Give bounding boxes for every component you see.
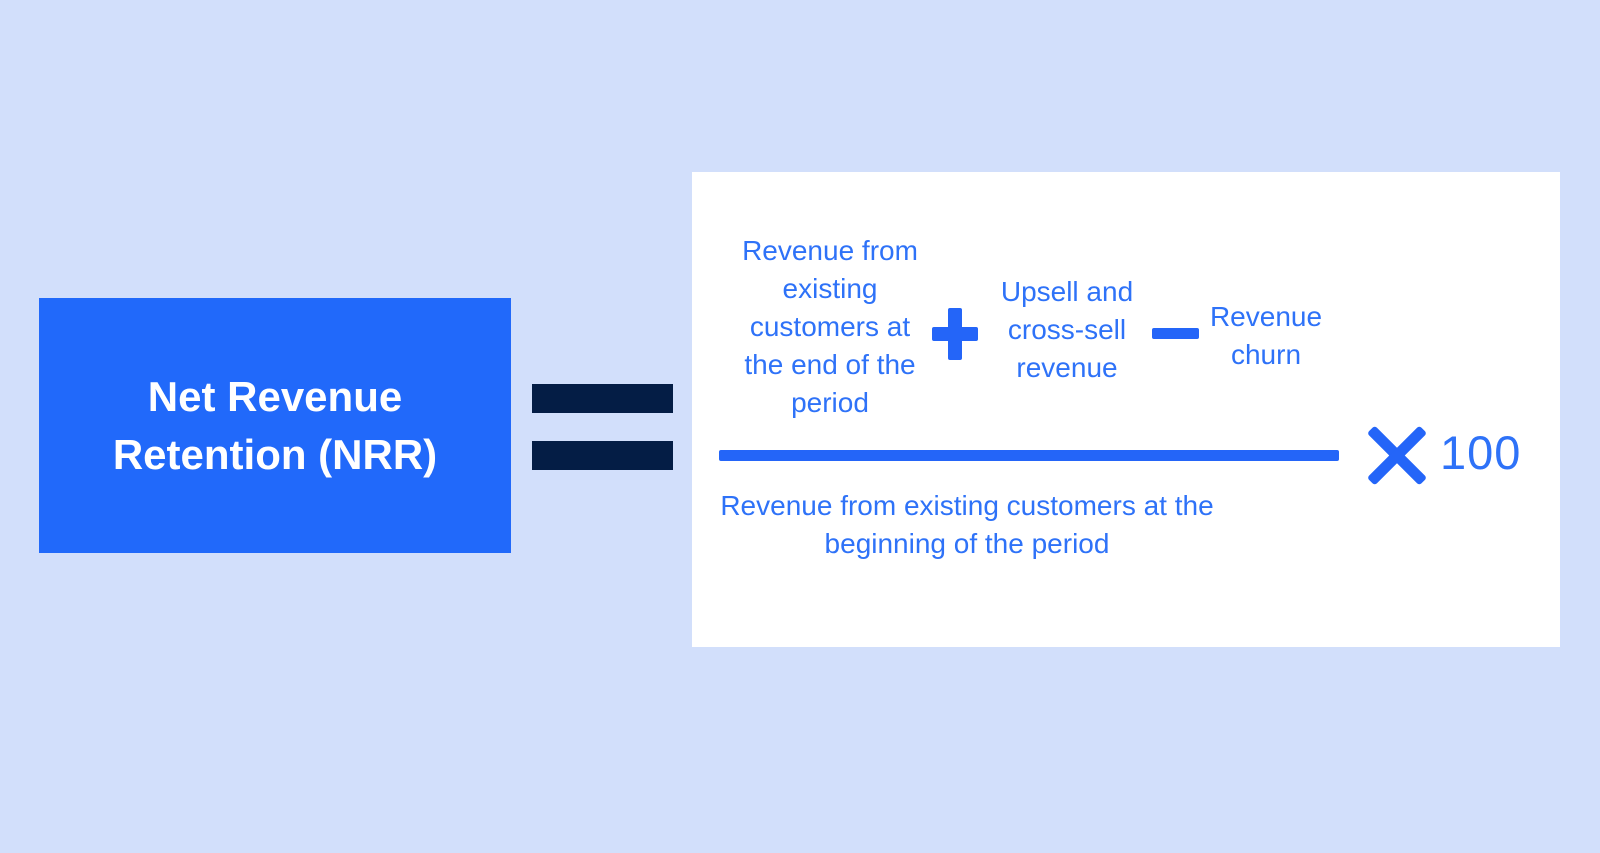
term-line: cross-sell [1007, 314, 1127, 345]
title-line-1: Net Revenue [147, 372, 403, 420]
denominator-line: Revenue from existing customers at the [720, 490, 1214, 521]
term-line: Upsell and [1000, 276, 1134, 307]
term-line: period [791, 387, 869, 418]
plus-vertical-bar [948, 308, 962, 360]
term-line: customers at [749, 311, 911, 342]
nrr-title-card: Net Revenue Retention (NRR) [39, 298, 511, 553]
denominator-beginning-of-period: Revenue from existing customers at the b… [707, 487, 1227, 563]
term-line: Revenue from [742, 235, 918, 266]
equals-bar-top [532, 384, 673, 413]
numerator-term-end-of-period: Revenue from existing customers at the e… [692, 232, 968, 422]
equals-bar-bottom [532, 441, 673, 470]
term-line: Revenue [1209, 301, 1323, 332]
equals-icon [532, 384, 673, 470]
plus-icon [932, 308, 978, 360]
numerator-term-revenue-churn: Revenue churn [1176, 298, 1356, 374]
minus-icon [1152, 328, 1199, 339]
term-line: churn [1230, 339, 1302, 370]
numerator-term-upsell-cross-sell: Upsell and cross-sell revenue [979, 273, 1155, 387]
multiplier-value: 100 [1440, 426, 1522, 479]
fraction-bar [719, 450, 1339, 461]
multiply-icon [1366, 425, 1428, 486]
term-line: existing [782, 273, 878, 304]
title-line-2: Retention (NRR) [112, 430, 438, 478]
denominator-line: beginning of the period [824, 528, 1110, 559]
term-line: the end of the [744, 349, 916, 380]
term-line: revenue [1016, 352, 1118, 383]
formula-card: Revenue from existing customers at the e… [692, 172, 1560, 647]
